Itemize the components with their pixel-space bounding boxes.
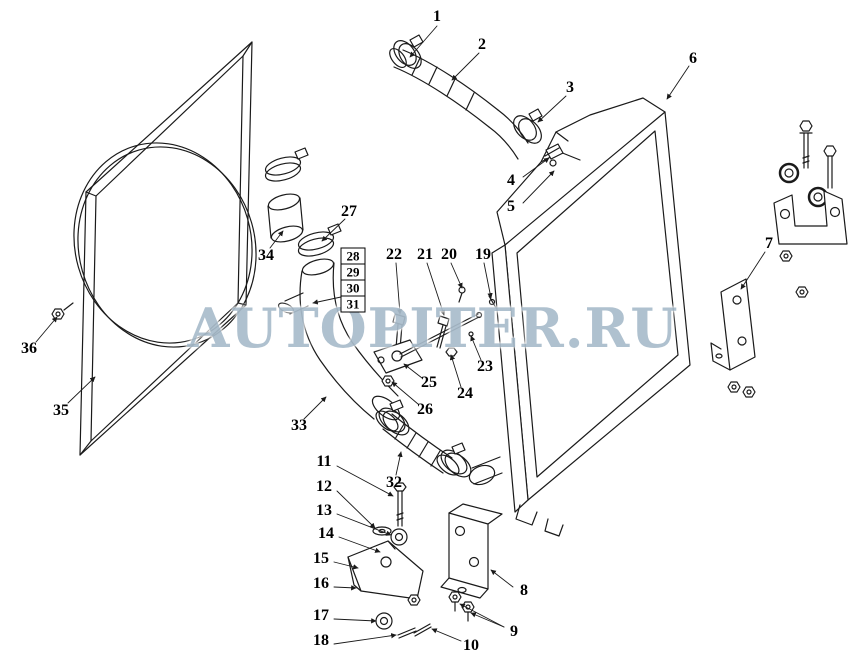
callout-21: 21 — [417, 246, 433, 263]
callout-17: 17 — [313, 607, 329, 624]
upper-clamp-drawing — [264, 147, 309, 182]
callout-3: 3 — [566, 79, 574, 96]
pipe-34-drawing — [267, 193, 304, 243]
leader-lines — [35, 25, 766, 645]
callout-27: 27 — [341, 203, 357, 220]
callout-22: 22 — [386, 246, 402, 263]
callout-1: 1 — [433, 8, 441, 25]
callout-20: 20 — [441, 246, 457, 263]
mounting-hardware-drawing — [773, 120, 848, 298]
clamp-right-32-drawing — [440, 442, 472, 478]
callout-18: 18 — [313, 632, 329, 649]
inlet-fittings-4-5-drawing — [544, 147, 560, 167]
clamp-left-32-drawing — [378, 399, 410, 436]
callout-24: 24 — [457, 385, 473, 402]
radiator-drawing — [468, 97, 691, 537]
elbow-pipe-33-drawing — [277, 258, 401, 421]
callout-34: 34 — [258, 247, 274, 264]
callout-26: 26 — [417, 401, 433, 418]
mount-assembly-11-18-drawing — [347, 482, 424, 639]
callout-30: 30 — [340, 279, 366, 297]
callout-15: 15 — [313, 550, 329, 567]
bolt-36-drawing — [51, 302, 74, 320]
bracket-8-drawing — [440, 503, 503, 599]
callout-6: 6 — [689, 50, 697, 67]
callout-9: 9 — [510, 623, 518, 640]
callout-33: 33 — [291, 417, 307, 434]
callout-8: 8 — [520, 582, 528, 599]
clamp-3-drawing — [513, 108, 543, 144]
callout-36: 36 — [21, 340, 37, 357]
callout-35: 35 — [53, 402, 69, 419]
callout-25: 25 — [421, 374, 437, 391]
callout-7: 7 — [765, 235, 773, 252]
callout-5: 5 — [507, 198, 515, 215]
callout-16: 16 — [313, 575, 329, 592]
callout-28: 28 — [340, 247, 366, 265]
callout-14: 14 — [318, 525, 334, 542]
pin-10-drawing — [413, 623, 432, 637]
bracket-7-drawing — [710, 278, 756, 398]
callout-29: 29 — [340, 263, 366, 281]
callout-31: 31 — [340, 295, 366, 313]
callout-11: 11 — [316, 453, 332, 470]
callout-32: 32 — [386, 474, 402, 491]
callout-2: 2 — [478, 36, 486, 53]
flange-assembly-drawing — [373, 286, 497, 387]
callout-12: 12 — [316, 478, 332, 495]
callout-4: 4 — [507, 172, 515, 189]
callout-19: 19 — [475, 246, 491, 263]
callout-10: 10 — [463, 637, 479, 654]
callout-13: 13 — [316, 502, 332, 519]
callout-23: 23 — [477, 358, 493, 375]
fan-shroud-drawing — [73, 41, 257, 456]
